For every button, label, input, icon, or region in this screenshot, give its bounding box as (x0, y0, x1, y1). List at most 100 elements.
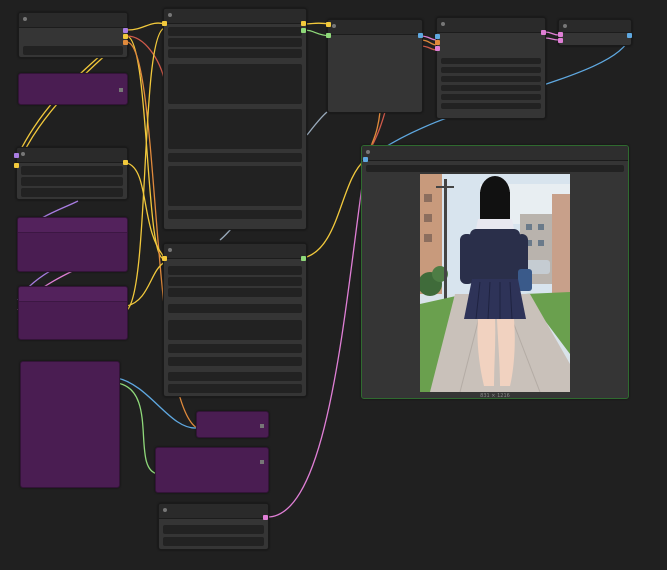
node-bypassed[interactable] (18, 73, 128, 105)
node-widget[interactable] (23, 46, 123, 55)
node-widget[interactable] (163, 537, 264, 546)
node-widget[interactable] (21, 177, 123, 186)
output-port[interactable] (541, 30, 546, 35)
collapse-dot-icon[interactable] (563, 24, 567, 28)
node-widget[interactable] (21, 188, 123, 197)
node-widget[interactable] (441, 67, 541, 73)
node-checkpoint-loader[interactable] (18, 12, 128, 58)
node-widget[interactable] (366, 165, 624, 172)
node-sampler-settings[interactable] (163, 8, 307, 230)
wire (126, 261, 166, 307)
wire (116, 382, 159, 475)
output-port[interactable] (301, 21, 306, 26)
input-port[interactable] (14, 163, 19, 168)
wire (126, 22, 166, 31)
node-title[interactable] (362, 146, 628, 161)
node-widget[interactable] (168, 27, 302, 36)
node-medium-purple[interactable] (155, 447, 269, 493)
node-widget[interactable] (168, 153, 302, 162)
output-port[interactable] (123, 28, 128, 33)
collapse-dot-icon[interactable] (168, 13, 172, 17)
input-port[interactable] (558, 38, 563, 43)
node-widget[interactable] (441, 94, 541, 100)
node-title[interactable] (559, 20, 631, 33)
node-title[interactable] (437, 18, 545, 33)
node-widget[interactable] (168, 357, 302, 366)
node-title[interactable] (17, 148, 127, 163)
collapse-dot-icon[interactable] (260, 424, 264, 428)
node-widget[interactable] (168, 266, 302, 275)
node-title[interactable] (164, 9, 306, 24)
node-title[interactable] (18, 218, 127, 233)
collapse-dot-icon[interactable] (441, 22, 445, 26)
input-port[interactable] (435, 46, 440, 51)
node-vae-decode[interactable] (327, 19, 423, 113)
node-widget[interactable] (168, 372, 302, 381)
collapse-dot-icon[interactable] (119, 88, 123, 92)
output-port[interactable] (301, 256, 306, 261)
input-port[interactable] (162, 256, 167, 261)
input-port[interactable] (435, 34, 440, 39)
node-title[interactable] (328, 20, 422, 35)
collapse-dot-icon[interactable] (23, 17, 27, 21)
node-lora-loader[interactable] (16, 147, 128, 200)
output-port[interactable] (123, 34, 128, 39)
node-widget[interactable] (168, 288, 302, 297)
collapse-dot-icon[interactable] (168, 248, 172, 252)
collapse-dot-icon[interactable] (260, 460, 264, 464)
node-image-processor[interactable] (436, 17, 546, 119)
output-port[interactable] (263, 515, 268, 520)
input-port[interactable] (435, 40, 440, 45)
collapse-dot-icon[interactable] (21, 152, 25, 156)
node-title[interactable] (164, 244, 306, 259)
collapse-dot-icon[interactable] (163, 508, 167, 512)
node-output-small[interactable] (558, 19, 632, 46)
text-area[interactable] (168, 166, 302, 206)
text-area[interactable] (168, 320, 302, 340)
text-area[interactable] (168, 64, 302, 104)
node-widget[interactable] (168, 277, 302, 286)
node-small-purple[interactable] (196, 411, 269, 438)
input-port[interactable] (14, 153, 19, 158)
node-widget[interactable] (441, 58, 541, 64)
output-port[interactable] (301, 28, 306, 33)
input-port[interactable] (326, 22, 331, 27)
node-widget[interactable] (163, 525, 264, 534)
collapse-dot-icon[interactable] (332, 24, 336, 28)
input-port[interactable] (162, 21, 167, 26)
node-widget[interactable] (168, 344, 302, 353)
node-large-purple[interactable] (20, 361, 120, 488)
node-ksampler[interactable] (163, 243, 307, 397)
node-title[interactable] (19, 287, 127, 302)
output-port[interactable] (123, 160, 128, 165)
wire (544, 31, 560, 36)
text-area[interactable] (168, 109, 302, 149)
node-upscale[interactable] (158, 503, 269, 550)
node-widget[interactable] (168, 38, 302, 47)
wire (126, 27, 166, 311)
output-port[interactable] (627, 33, 632, 38)
node-widget[interactable] (168, 304, 302, 313)
node-widget[interactable] (168, 49, 302, 58)
node-preview-image[interactable]: 831 × 1216 (361, 145, 629, 399)
output-port[interactable] (123, 40, 128, 45)
node-title[interactable] (19, 13, 127, 28)
node-widget[interactable] (168, 384, 302, 393)
node-widget[interactable] (168, 210, 302, 219)
output-port[interactable] (418, 33, 423, 38)
node-widget[interactable] (21, 166, 123, 175)
node-widget[interactable] (441, 85, 541, 91)
wire (116, 377, 198, 429)
node-widget[interactable] (441, 103, 541, 109)
input-port[interactable] (326, 33, 331, 38)
node-widget[interactable] (441, 76, 541, 82)
wire (126, 41, 198, 429)
node-negative-prompt[interactable] (18, 286, 128, 340)
input-port[interactable] (558, 32, 563, 37)
input-port[interactable] (363, 157, 368, 162)
wire (265, 164, 366, 518)
node-positive-prompt[interactable] (17, 217, 128, 272)
node-title[interactable] (159, 504, 268, 519)
collapse-dot-icon[interactable] (366, 150, 370, 154)
